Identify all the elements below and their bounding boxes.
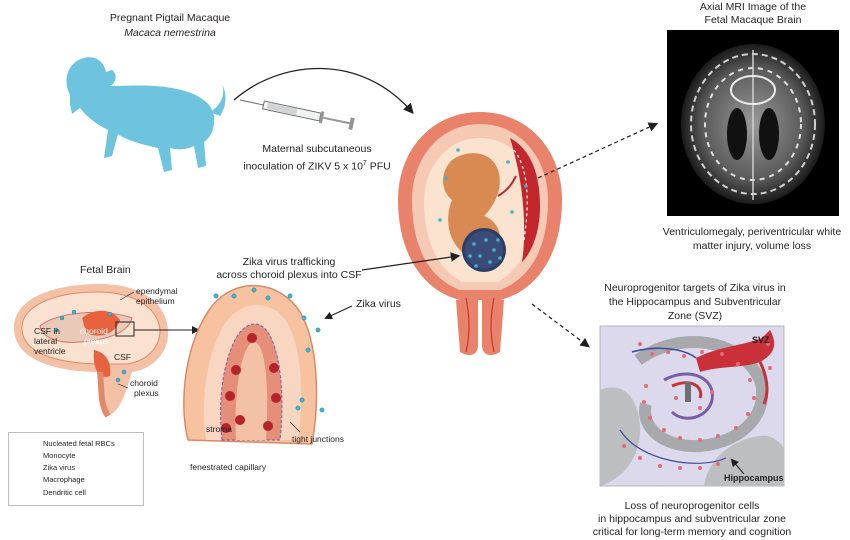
brain-virus-particles: [53, 309, 127, 383]
uterus-illustration: [398, 112, 562, 356]
uterus-virus-particles: [438, 148, 528, 268]
macaque-silhouette: [66, 57, 226, 173]
monkey-species: Macaca nemestrina: [124, 27, 216, 39]
monkey-title: Pregnant Pigtail Macaque: [109, 12, 231, 24]
label-csf-in: CSF in: [34, 326, 60, 336]
hippocampus-caption-line3: critical for long-term memory and cognit…: [592, 526, 792, 538]
legend: Nucleated fetal RBCs Monocyte Zika virus…: [8, 432, 144, 506]
label-ependymal: ependymal: [136, 286, 178, 296]
inoculation-arrow: [233, 67, 414, 114]
legend-item-monocyte: Monocyte: [43, 451, 76, 460]
inoculation-label-line2: inoculation of ZIKV 5 x 107 PFU: [222, 157, 412, 174]
choroid-virus-particles: [213, 287, 325, 413]
trafficking-line2: across choroid plexus into CSF: [216, 269, 362, 281]
hippocampus-title-line3: Zone (SVZ): [667, 310, 723, 322]
hippocampus-caption-line1: Loss of neuroprogenitor cells: [624, 500, 760, 512]
arrow-trafficking-to-head: [361, 252, 461, 271]
inoculation-exponent: 7: [362, 160, 367, 167]
label-plexus-inner: plexus: [84, 336, 109, 346]
hippocampus-title-line1: Neuroprogenitor targets of Zika virus in: [604, 282, 786, 294]
leader-tight-junctions: [289, 421, 301, 433]
leader-zika-virus: [324, 305, 353, 320]
hippocampus-illustration: [599, 325, 785, 487]
legend-item-dendritic: Dendritic cell: [43, 488, 86, 497]
mri-caption-line2: matter injury, volume loss: [692, 240, 812, 252]
syringe-icon: [239, 99, 355, 130]
choroid-plexus-illustration: [183, 284, 318, 445]
hippocampus-target-cells: [622, 342, 772, 470]
label-csf: CSF: [114, 352, 131, 362]
label-choroid-inner: choroid: [80, 326, 108, 336]
trafficking-line1: Zika virus trafficking: [242, 256, 336, 268]
arrow-to-hippocampus: [531, 303, 590, 348]
label-fenestrated-capillary: fenestrated capillary: [190, 462, 267, 472]
label-zika-virus: Zika virus: [356, 298, 401, 310]
fetal-brain-illustration: [13, 284, 169, 418]
leader-ependymal: [119, 291, 135, 301]
label-lateral: lateral: [34, 336, 58, 346]
fetal-brain-title: Fetal Brain: [80, 264, 131, 276]
legend-item-zika: Zika virus: [43, 463, 76, 472]
arrow-to-mri: [537, 122, 659, 179]
label-choroid-outer: choroid: [130, 378, 158, 388]
label-svz: SVZ: [752, 335, 770, 345]
legend-item-rbc: Nucleated fetal RBCs: [43, 439, 115, 448]
mri-image: [667, 30, 839, 216]
legend-item-macrophage: Macrophage: [43, 475, 85, 484]
inoculation-dose: inoculation of ZIKV 5 x 10: [243, 160, 363, 173]
hippocampus-caption-line2: in hippocampus and subventricular zone: [598, 513, 786, 525]
label-hippocampus: Hippocampus: [724, 473, 784, 483]
mri-title-line2: Fetal Macaque Brain: [704, 14, 802, 26]
label-tight-junctions: tight junctions: [292, 434, 344, 444]
mri-title-line1: Axial MRI Image of the: [699, 1, 807, 13]
hippocampus-title-line2: the Hippocampus and Subventricular: [608, 296, 782, 308]
leader-choroid-out: [117, 383, 129, 389]
label-epithelium: epithelium: [136, 296, 175, 306]
mri-caption-line1: Ventriculomegaly, periventricular white: [662, 226, 842, 238]
label-stroma: stroma: [206, 424, 232, 434]
label-ventricle: ventricle: [34, 346, 66, 356]
arrow-hippocampus-label: [730, 458, 745, 475]
mri-brain-scan: [681, 44, 825, 204]
inoculation-unit: PFU: [366, 160, 391, 173]
label-plexus-outer: plexus: [134, 388, 159, 398]
inoculation-label-line1: Maternal subcutaneous: [262, 143, 372, 155]
